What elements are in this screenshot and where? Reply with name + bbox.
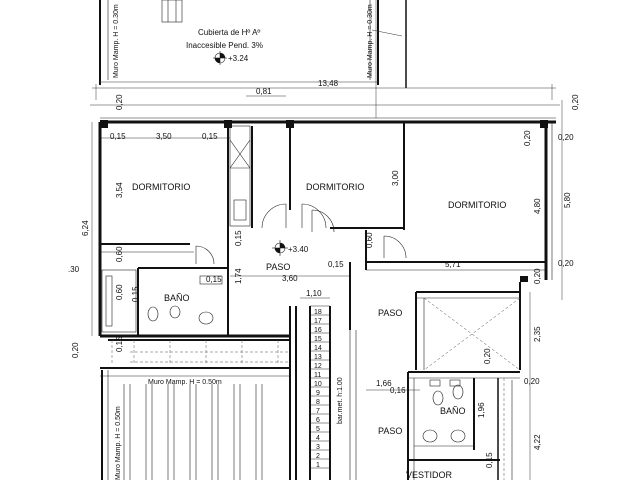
stair-step-7: 7 bbox=[316, 408, 320, 415]
dim-060c: 0,60 bbox=[365, 232, 374, 248]
closet-column bbox=[229, 125, 253, 228]
stair-steps bbox=[310, 314, 330, 469]
roof-wall-note-right: Muro Mamp. H = 0.30m bbox=[367, 4, 374, 78]
dim-060a: 0,60 bbox=[115, 246, 124, 262]
dim-r-020a: 0,20 bbox=[523, 130, 532, 146]
outer-walls bbox=[98, 117, 556, 338]
dim-300: 3,00 bbox=[391, 170, 400, 186]
dim-235: 2,35 bbox=[533, 326, 542, 342]
dim-110: 1,10 bbox=[306, 289, 322, 298]
roof-subtitle: Inaccesible Pend. 3% bbox=[186, 41, 263, 50]
stair-step-14: 14 bbox=[314, 345, 322, 352]
stair-step-6: 6 bbox=[316, 417, 320, 424]
stair-step-17: 17 bbox=[314, 318, 322, 325]
dim-r-020c: 0,20 bbox=[533, 268, 542, 284]
stair-step-18: 18 bbox=[314, 309, 322, 316]
sink-2a-icon bbox=[422, 429, 438, 443]
level-marker-icon bbox=[213, 51, 227, 65]
roof-level: +3.24 bbox=[228, 54, 249, 63]
lower-terrace: Muro Mamp. H = 0.50m Muro Mamp. H = 0.50… bbox=[100, 339, 290, 480]
level-main: +3.40 bbox=[288, 245, 309, 254]
room-bano-1: BAÑO bbox=[164, 293, 190, 303]
dim-top-020a: 0,20 bbox=[115, 94, 124, 110]
stair-step-10: 10 bbox=[314, 381, 322, 388]
wall-half-note: Muro Mamp. H = 0.50m bbox=[148, 379, 222, 386]
stair-step-16: 16 bbox=[314, 327, 322, 334]
dim-015e: 0,15 bbox=[328, 260, 344, 269]
dim-015f: 0,15 bbox=[131, 286, 140, 302]
stair-step-8: 8 bbox=[316, 399, 320, 406]
dim-015c: 0,15 bbox=[234, 230, 243, 246]
room-bano-2: BAÑO bbox=[440, 406, 466, 416]
central-passage: +3.40 PASO 3,60 0,15 1,74 0,15 0,60 bbox=[195, 203, 374, 336]
bedroom-3: DORMITORIO 4,80 5,80 0,20 0,20 0,20 0,20… bbox=[366, 100, 574, 300]
stair-step-11: 11 bbox=[314, 372, 321, 379]
sink-icon bbox=[198, 311, 214, 325]
room-dormitorio-2: DORMITORIO bbox=[306, 182, 364, 192]
dim-196: 1,96 bbox=[477, 402, 486, 418]
stair-step-9: 9 bbox=[316, 390, 320, 397]
toilet-icon bbox=[147, 306, 159, 322]
dim-r-020d: 0,20 bbox=[558, 259, 574, 268]
room-dormitorio-1: DORMITORIO bbox=[132, 182, 190, 192]
stair-step-12: 12 bbox=[314, 363, 322, 370]
dim-015b: 0,15 bbox=[202, 132, 218, 141]
bedroom-1: DORMITORIO 3,54 6,24 0,60 bbox=[81, 122, 229, 336]
stair-step-4: 4 bbox=[316, 435, 320, 442]
stair-step-3: 3 bbox=[316, 444, 320, 451]
dim-360: 3,60 bbox=[282, 274, 298, 283]
bedroom-2: DORMITORIO 3,00 bbox=[289, 122, 405, 233]
dim-016: 0,16 bbox=[390, 386, 406, 395]
stair-step-15: 15 bbox=[314, 336, 322, 343]
room-paso-3: PASO bbox=[378, 426, 402, 436]
roof-wall-note-left: Muro Mamp. H = 0.30m bbox=[113, 4, 120, 78]
stair-step-5: 5 bbox=[316, 426, 320, 433]
bathroom-1: BAÑO 0,15 0,60 0,15 .30 0,20 0,15 bbox=[68, 265, 228, 358]
dim-total-width: 13,48 bbox=[318, 79, 339, 88]
room-paso-2: PASO bbox=[378, 308, 402, 318]
dim-624: 6,24 bbox=[81, 220, 90, 236]
dim-r-020b: 0,20 bbox=[558, 133, 574, 142]
dim-015d: 0,15 bbox=[206, 275, 222, 284]
toilet-2-icon bbox=[432, 390, 444, 406]
dim-422: 4,22 bbox=[533, 434, 542, 450]
dim-020n: 0,20 bbox=[524, 377, 540, 386]
room-dormitorio-3: DORMITORIO bbox=[448, 200, 506, 210]
baranda-note: bar.met. h:1.00 bbox=[337, 377, 344, 424]
stair-step-2: 2 bbox=[316, 453, 320, 460]
stair-step-1: 1 bbox=[316, 462, 320, 469]
level-marker-main-icon bbox=[272, 240, 288, 256]
dim-top-020b: 0,20 bbox=[571, 94, 580, 110]
dim-081: 0,81 bbox=[256, 87, 272, 96]
roof-area: Cubierta de Hº Aº Inaccesible Pend. 3% +… bbox=[99, 0, 407, 118]
dim-015g: 0,15 bbox=[115, 336, 124, 352]
dim-354: 3,54 bbox=[115, 182, 124, 198]
right-lower-block: PASO PASO 2,35 0,20 0,20 1,66 0,16 BAÑO … bbox=[366, 282, 542, 480]
dim-174: 1,74 bbox=[234, 268, 243, 284]
room-vestidor: VESTIDOR bbox=[406, 470, 453, 480]
stairs: 1,10 18 17 16 bbox=[289, 289, 357, 480]
dim-015a: 0,15 bbox=[110, 132, 126, 141]
sink-2b-icon bbox=[450, 429, 466, 443]
stair-step-13: 13 bbox=[314, 354, 322, 361]
top-dimensions: 13,48 0,81 0,20 0,20 0,15 3,50 0,15 bbox=[90, 79, 580, 141]
dim-020m: 0,20 bbox=[483, 348, 492, 364]
roof-title: Cubierta de Hº Aº bbox=[198, 28, 260, 37]
dim-580: 5,80 bbox=[563, 192, 572, 208]
dim-030: .30 bbox=[68, 265, 80, 274]
bidet-2-icon bbox=[452, 384, 464, 400]
wall-half-side-note: Muro Mamp. H = 0.50m bbox=[115, 406, 122, 480]
room-paso-1: PASO bbox=[266, 262, 290, 272]
dim-571: 5,71 bbox=[445, 260, 461, 269]
dim-020l: 0,20 bbox=[71, 342, 80, 358]
dim-166: 1,66 bbox=[376, 379, 392, 388]
bidet-icon bbox=[169, 305, 181, 319]
dim-060b: 0,60 bbox=[115, 284, 124, 300]
dim-480: 4,80 bbox=[533, 198, 542, 214]
dim-350: 3,50 bbox=[156, 132, 172, 141]
